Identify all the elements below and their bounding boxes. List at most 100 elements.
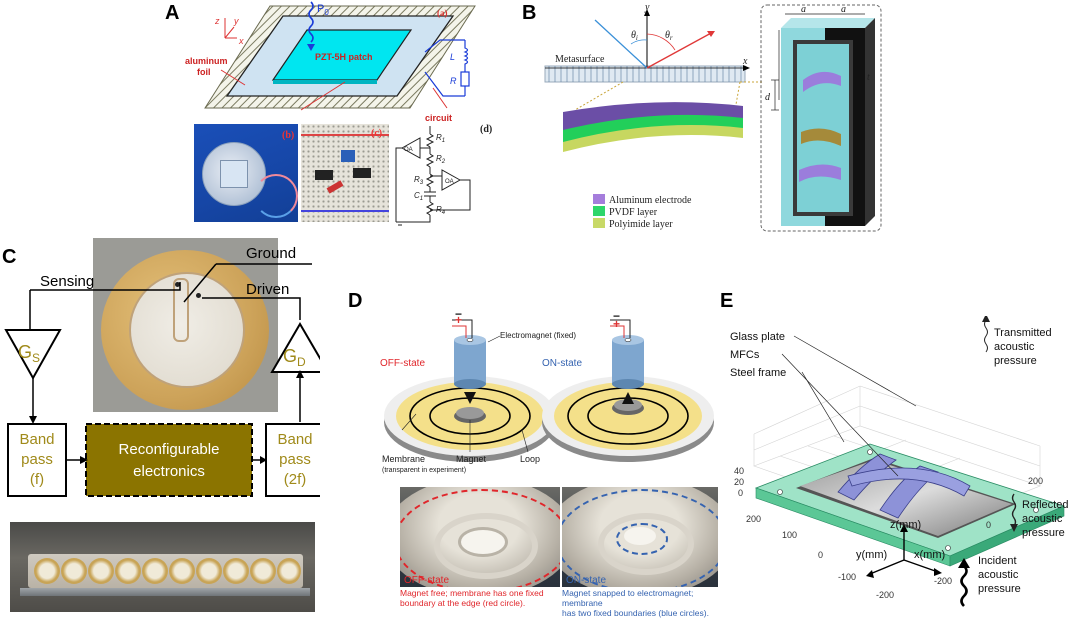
theta-r-label: θr [665,30,673,42]
panel-d-letter: D [348,290,363,312]
left-tick-200: 200 [746,514,761,524]
panel-a-circuit-d: OA OA R1 R2 R3 C1 R4 (d) [395,124,492,226]
bandpass-right-2: pass [279,451,311,468]
panel-c-block-diagram: Ground Sensing Driven GS GD Band pass (f… [4,245,320,497]
theta-i-label: θi [631,30,638,42]
photo-off-label: OFF-state [404,575,450,586]
electromagnet-label: Electromagnet (fixed) [500,331,576,340]
sub-a-label: (a) [437,8,448,18]
dim-a1: a [801,4,806,15]
mfcs-label: MFCs [730,349,760,361]
transmitted-3: pressure [994,355,1037,367]
bandpass-left-1: Band [19,431,54,448]
on-minus: − [613,312,620,323]
caption-off: Magnet free; membrane has one fixed boun… [400,588,544,608]
magnet-label: Magnet [456,454,487,464]
panel-b-diagram: Aluminum electrode PVDF layer Polyimide … [544,2,882,232]
bandpass-left-3: (f) [30,471,44,488]
r1-label: R1 [436,133,445,144]
lr-circuit [424,39,470,97]
x-axis-label: x(mm) [914,549,945,561]
sub-b-label: (b) [282,130,295,141]
legend-aluminum: Aluminum electrode [609,195,692,206]
reflected-1: Reflected [1022,499,1068,511]
reflected-2: acoustic [1022,513,1063,525]
r2-label: R2 [436,154,446,165]
reconfig-label-2: electronics [133,463,205,480]
off-state-disc [384,376,556,462]
incident-1: Incident [978,555,1017,567]
photo-on-label: ON-state [566,575,607,586]
mfcs [837,453,971,519]
sub-d-label: (d) [480,124,492,135]
aluminum-label-2: foil [197,67,211,77]
legend-pvdf: PVDF layer [609,207,658,218]
legend-swatch-polyimide [593,218,605,228]
patch-label: PZT-5H patch [315,52,373,62]
axes-icon [224,18,237,39]
p0-label: P0 [317,3,329,17]
legend-polyimide: Polyimide layer [609,219,673,230]
membrane-label-2: (transparent in experiment) [382,467,466,474]
panel-a-schematic: z y x P0 (a) PZT-5H patch aluminum foil … [185,1,476,123]
gs-amplifier [4,329,62,381]
reflected-3: pressure [1022,527,1065,539]
oa1-label: OA [404,147,413,153]
gs-label: GS [18,342,40,365]
panel-d-schematic: + − + − Electromagnet (fixed) OFF-state … [380,312,714,474]
e-y-axis [869,559,905,575]
steel-frame-label: Steel frame [730,367,786,379]
panel-e-letter: E [720,290,734,312]
axis-y-label: y [233,16,239,26]
r4-label: R4 [436,205,446,216]
glass-plate-label: Glass plate [730,331,785,343]
r3-label: R3 [414,175,424,186]
transmitted-1: Transmitted [994,327,1052,339]
z-tick-40: 40 [734,466,744,476]
incident-arrow [960,565,968,607]
oa2-label: OA [445,179,454,185]
on-electromagnet [610,319,644,389]
driven-label: Driven [246,281,289,298]
incident-3: pressure [978,583,1021,595]
on-state-label: ON-state [542,358,582,369]
piezo-array-photo [10,522,315,612]
caption-on: Magnet snapped to electromagnet; membran… [562,588,709,618]
loop-label: Loop [520,454,540,464]
transmitted-2: acoustic [994,341,1035,353]
r-label: R [450,76,457,86]
left-tick-neg200: -200 [876,590,894,600]
off-state-label: OFF-state [380,358,425,369]
z-tick-0: 0 [738,488,743,498]
z-tick-20: 20 [734,477,744,487]
piezo-disc-photo [93,238,278,412]
sub-c-label: (c) [371,128,383,139]
off-minus: − [455,312,462,321]
panel-a-letter: A [165,2,180,24]
ground-label: Ground [246,245,296,262]
panel-c-letter: C [2,246,17,268]
reconfigurable-electronics [85,423,253,497]
unit-cell [781,18,875,226]
e-x-axis [903,559,939,573]
legend-swatch-aluminum [593,194,605,204]
left-tick-100: 100 [782,530,797,540]
bandpass-right-1: Band [277,431,312,448]
panel-b-letter: B [522,2,537,24]
right-tick-200: 200 [1028,476,1043,486]
off-state-photo: OFF-state [400,487,560,587]
aluminum-label-1: aluminum [185,56,228,66]
bandpass-left [7,423,67,497]
z-axis-label: z(mm) [890,519,921,531]
reconfig-label-1: Reconfigurable [119,441,220,458]
dim-d: d [765,92,771,103]
bandpass-left-2: pass [21,451,53,468]
dim-t: t [867,72,870,83]
reflected-ray [646,31,714,69]
b-axis-x-label: x [742,56,748,67]
left-tick-0: 0 [818,550,823,560]
left-tick-neg100: -100 [838,572,856,582]
photo-b: (b) [194,124,298,222]
off-electromagnet [452,319,486,389]
sensing-label: Sensing [40,273,94,290]
